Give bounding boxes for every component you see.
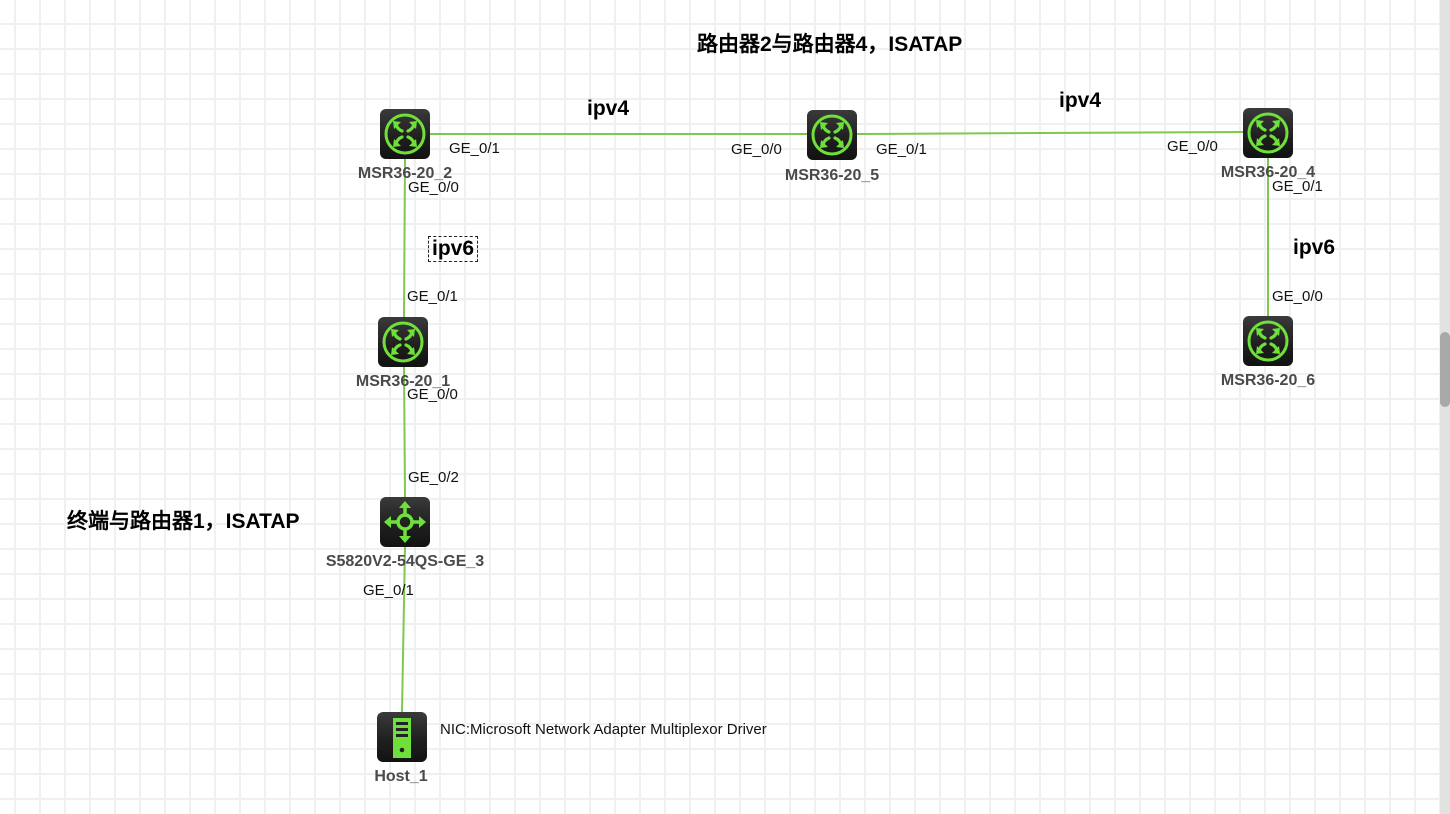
- vertical-scrollbar[interactable]: [1440, 0, 1450, 814]
- scrollbar-thumb[interactable]: [1440, 332, 1450, 407]
- port-label: GE_0/1: [363, 582, 414, 599]
- router-icon[interactable]: [807, 110, 857, 160]
- port-label: GE_0/0: [1272, 288, 1323, 305]
- port-label: GE_0/0: [408, 179, 459, 196]
- host-nic-label: NIC:Microsoft Network Adapter Multiplexo…: [440, 721, 767, 738]
- port-label: GE_0/1: [449, 140, 500, 157]
- link-label-r2-r1[interactable]: ipv6: [428, 236, 479, 262]
- node-name-r2[interactable]: MSR36-20_2: [357, 165, 453, 182]
- annotation-left[interactable]: 终端与路由器1，ISATAP: [67, 510, 300, 533]
- router-icon[interactable]: [378, 317, 428, 367]
- node-name-host1[interactable]: Host_1: [374, 768, 428, 785]
- link-label-r4-r6[interactable]: ipv6: [1293, 236, 1336, 259]
- link-sw3-host1[interactable]: [401, 546, 406, 713]
- node-name-r5[interactable]: MSR36-20_5: [784, 167, 880, 184]
- router-icon[interactable]: [1243, 316, 1293, 366]
- link-label-r5-r4[interactable]: ipv4: [1059, 89, 1102, 112]
- node-name-r4[interactable]: MSR36-20_4: [1220, 164, 1316, 181]
- port-label: GE_0/1: [1272, 178, 1323, 195]
- link-r5-r4[interactable]: [856, 131, 1244, 135]
- link-r2-r1[interactable]: [403, 158, 406, 318]
- port-label: GE_0/2: [408, 469, 459, 486]
- port-label: GE_0/0: [407, 386, 458, 403]
- port-label: GE_0/1: [407, 288, 458, 305]
- switch-icon[interactable]: [380, 497, 430, 547]
- port-label: GE_0/0: [731, 141, 782, 158]
- link-label-r2-r5[interactable]: ipv4: [587, 97, 630, 120]
- node-name-r1[interactable]: MSR36-20_1: [355, 373, 451, 390]
- port-label: GE_0/0: [1167, 138, 1218, 155]
- port-label: GE_0/1: [876, 141, 927, 158]
- node-name-sw3[interactable]: S5820V2-54QS-GE_3: [325, 553, 485, 570]
- host-icon[interactable]: [377, 712, 427, 762]
- router-icon[interactable]: [1243, 108, 1293, 158]
- router-icon[interactable]: [380, 109, 430, 159]
- annotation-top[interactable]: 路由器2与路由器4，ISATAP: [697, 33, 963, 56]
- node-name-r6[interactable]: MSR36-20_6: [1220, 372, 1316, 389]
- link-r1-sw3[interactable]: [403, 366, 406, 498]
